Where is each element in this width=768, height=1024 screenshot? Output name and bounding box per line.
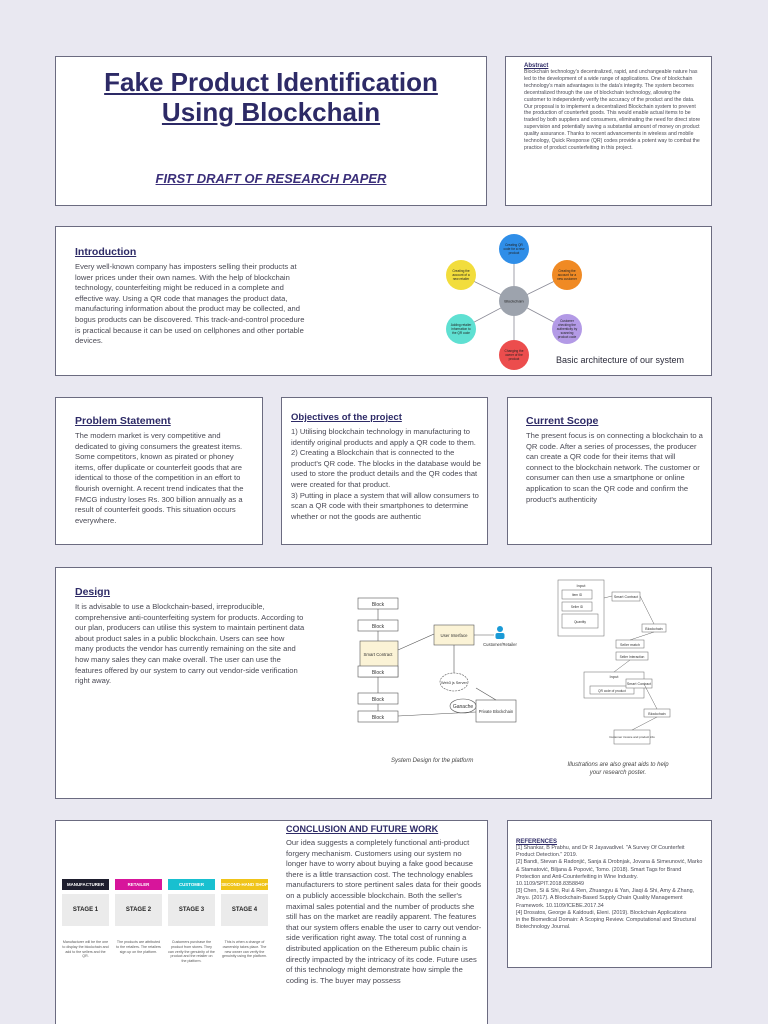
stage-box: STAGE 2 xyxy=(115,894,162,926)
flow-seller-id: Seller ID xyxy=(571,605,584,609)
architecture-node xyxy=(446,260,476,290)
objectives-heading: Objectives of the project xyxy=(291,412,402,423)
ganache-label: Ganache xyxy=(453,704,474,710)
blockchain-hub-label: Blockchain xyxy=(504,299,523,304)
flow-input-2: Input xyxy=(610,674,620,679)
flow-item-id: Item ID xyxy=(572,593,583,597)
introduction-text: Every well-known company has imposters s… xyxy=(75,262,305,346)
problem-heading: Problem Statement xyxy=(75,415,171,427)
objectives-text: 1) Utilising blockchain technology in ma… xyxy=(291,427,482,521)
flow-input-label: Input xyxy=(577,583,587,588)
architecture-node xyxy=(446,314,476,344)
stage-box: STAGE 3 xyxy=(168,894,215,926)
scope-heading: Current Scope xyxy=(526,415,599,427)
smart-contract-label: Smart Contract xyxy=(364,652,394,657)
references-text: [1] Shankar, B Prabhu, and Dr R Jayavadi… xyxy=(516,845,703,931)
design-heading: Design xyxy=(75,586,111,598)
references-card: REFERENCES [1] Shankar, B Prabhu, and Dr… xyxy=(507,820,712,968)
flow-smart-contract: Smart Contract xyxy=(614,595,638,599)
problem-text: The modern market is very competitive an… xyxy=(75,431,244,525)
block-3-label: Block xyxy=(372,670,385,676)
stages-strip: MANUFACTURER STAGE 1 Manufacturer will be … xyxy=(62,879,277,989)
stage-role-banner: MANUFACTURER xyxy=(62,879,109,890)
flow-qr-input: QR code of product xyxy=(598,689,626,693)
flow-seller-interaction: Seller Interaction xyxy=(620,655,645,659)
flow-blockchain-1: Blockchain xyxy=(645,627,662,631)
introduction-card: Introduction Every well-known company ha… xyxy=(55,226,712,376)
title-card: Fake Product Identification Using Blockc… xyxy=(55,56,487,206)
stage-role-banner: SECOND-HAND SHOP xyxy=(221,879,268,890)
stage-box: STAGE 1 xyxy=(62,894,109,926)
stage-description: This is when a change of ownership takes… xyxy=(222,940,267,959)
paper-subtitle: FIRST DRAFT OF RESEARCH PAPER xyxy=(155,171,387,186)
conclusion-text: Our idea suggests a completely functiona… xyxy=(286,838,482,985)
flow-blockchain-2: Blockchain xyxy=(648,712,665,716)
stage-role-banner: RETAILER xyxy=(115,879,162,890)
conclusion-card: MANUFACTURER STAGE 1 Manufacturer will be … xyxy=(55,820,488,1024)
blockchain-hub xyxy=(499,286,529,316)
architecture-node xyxy=(499,340,529,370)
architecture-node xyxy=(552,260,582,290)
conclusion-heading: CONCLUSION AND FUTURE WORK xyxy=(286,824,439,834)
user-interface-label: User Interface xyxy=(441,633,469,638)
flow-quantity: Quantity xyxy=(574,620,586,624)
ganache-cloud xyxy=(449,698,477,714)
block-1-label: Block xyxy=(372,602,385,608)
scope-text: The present focus is on connecting a blo… xyxy=(526,431,703,504)
illustration-caption: Illustrations are also great aids to hel… xyxy=(567,762,669,776)
system-design-diagram: Block Block Block Block Block Smart Cont… xyxy=(357,597,517,723)
scope-card: Current Scope The present focus is on co… xyxy=(507,397,712,545)
flow-smart-contract-2: Smart Contract xyxy=(627,682,651,686)
web-server-label: Web3 js Server xyxy=(441,681,468,685)
abstract-heading: Abstract xyxy=(524,63,549,69)
block-2-label: Block xyxy=(372,624,385,630)
objectives-card: Objectives of the project 1) Utilising b… xyxy=(281,397,488,545)
problem-card: Problem Statement The modern market is v… xyxy=(55,397,263,545)
block-4-label: Block xyxy=(372,697,385,703)
architecture-node xyxy=(499,234,529,264)
customer-icon xyxy=(495,626,505,639)
stage-description: The products are attributed to the retai… xyxy=(116,940,161,954)
paper-title: Fake Product Identification Using Blockc… xyxy=(104,67,438,127)
design-card: Design It is advisable to use a Blockcha… xyxy=(55,567,712,799)
stage-description: Manufacturer will be the one to display … xyxy=(62,940,109,959)
design-text: It is advisable to use a Blockchain-base… xyxy=(75,602,305,686)
stage-role-banner: CUSTOMER xyxy=(168,879,215,890)
flow-seller-match: Seller match xyxy=(620,643,640,647)
stage-box: STAGE 4 xyxy=(221,894,268,926)
abstract-text: Blockchain technology's decentralized, r… xyxy=(524,69,701,151)
flow-diagram: Input Item ID Seller ID Quantity Smart C… xyxy=(557,579,671,745)
customer-label: Customer/Retailer xyxy=(483,642,517,647)
introduction-heading: Introduction xyxy=(75,246,137,258)
abstract-card: Abstract Blockchain technology's decentr… xyxy=(505,56,712,206)
flow-customer-invoice: Customer invoice and product info xyxy=(609,735,655,739)
block-5-label: Block xyxy=(372,715,385,721)
architecture-node xyxy=(552,314,582,344)
system-design-caption: System Design for the platform xyxy=(391,758,474,764)
stage-description: Customers purchase the product from stor… xyxy=(168,940,215,964)
private-blockchain-label: Private Blockchain xyxy=(479,709,514,714)
architecture-caption: Basic architecture of our system xyxy=(556,355,685,365)
references-heading: REFERENCES xyxy=(516,839,558,845)
